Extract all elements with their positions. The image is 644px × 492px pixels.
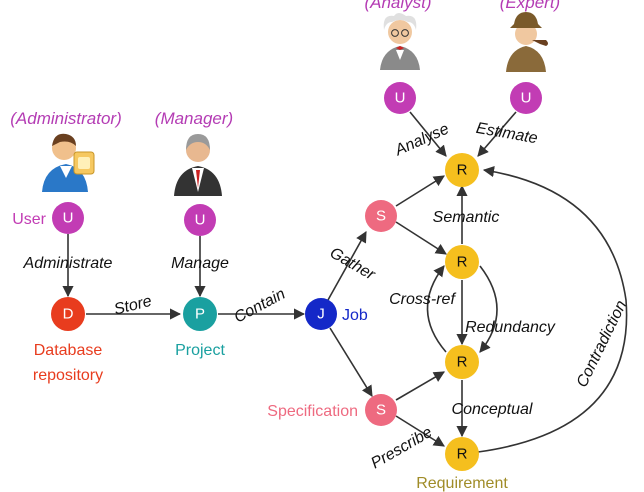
edge-label-cross-ref: Cross-ref <box>389 291 456 308</box>
svg-text:R: R <box>457 162 468 179</box>
project-node: P <box>183 297 217 331</box>
role-manager: (Manager) <box>155 109 233 128</box>
expert-avatar-icon <box>506 12 548 72</box>
svg-text:R: R <box>457 254 468 271</box>
edge-contradiction <box>477 166 628 453</box>
edge-label-contradiction: Contradiction <box>574 298 631 390</box>
requirement-node-4: R <box>445 437 479 471</box>
database-label-line2: repository <box>33 367 103 384</box>
edge-label-manage: Manage <box>171 255 229 272</box>
edge-label-estimate: Estimate <box>475 120 539 148</box>
svg-text:S: S <box>376 208 386 225</box>
database-label-line1: Database <box>34 342 103 359</box>
edge-job-specification <box>329 327 373 397</box>
svg-text:R: R <box>457 446 468 463</box>
edge-spec-r3 <box>395 371 445 401</box>
edge-label-prescribe: Prescribe <box>368 424 435 473</box>
svg-text:U: U <box>395 90 406 107</box>
svg-text:R: R <box>457 354 468 371</box>
database-node: D <box>51 297 85 331</box>
analyst-avatar-icon <box>380 13 420 70</box>
requirement-label: Requirement <box>416 475 508 492</box>
edge-spec-r1 <box>395 175 445 207</box>
expert-user-node: U <box>510 82 542 114</box>
svg-text:U: U <box>63 210 74 227</box>
edge-crossref-left <box>426 265 447 353</box>
administrator-user-node: U <box>52 202 84 234</box>
job-node: J <box>305 298 337 330</box>
manager-avatar-icon <box>174 134 222 196</box>
specification-node-upper: S <box>365 200 397 232</box>
edge-spec-r4 <box>395 415 445 447</box>
edge-spec-r2 <box>395 221 447 255</box>
requirement-node-3: R <box>445 345 479 379</box>
svg-text:U: U <box>521 90 532 107</box>
user-label: User <box>12 211 46 228</box>
requirement-node-2: R <box>445 245 479 279</box>
svg-text:D: D <box>63 306 74 323</box>
specification-label: Specification <box>267 403 358 420</box>
svg-text:U: U <box>195 212 206 229</box>
edge-label-semantic: Semantic <box>433 209 500 226</box>
svg-text:J: J <box>317 306 325 323</box>
administrator-avatar-icon <box>42 133 95 192</box>
analyst-user-node: U <box>384 82 416 114</box>
role-analyst: (Analyst) <box>364 0 431 12</box>
edge-expert-requirement <box>477 111 517 157</box>
requirement-node-1: R <box>445 153 479 187</box>
edge-analyst-requirement <box>409 111 447 157</box>
job-label: Job <box>342 307 368 324</box>
edge-job-gather <box>327 231 367 301</box>
role-expert: (Expert) <box>500 0 560 12</box>
svg-text:P: P <box>195 306 205 323</box>
specification-node-lower: S <box>365 394 397 426</box>
project-label: Project <box>175 342 225 359</box>
svg-text:S: S <box>376 402 386 419</box>
edge-label-redundancy: Redundancy <box>465 319 556 336</box>
manager-user-node: U <box>184 204 216 236</box>
edge-label-administrate: Administrate <box>23 255 113 272</box>
edges <box>62 111 628 453</box>
role-administrator: (Administrator) <box>10 109 121 128</box>
edge-label-conceptual: Conceptual <box>452 401 533 418</box>
edge-label-contain: Contain <box>232 286 289 327</box>
edge-redundancy-right <box>479 265 498 353</box>
edge-label-gather: Gather <box>327 245 378 285</box>
